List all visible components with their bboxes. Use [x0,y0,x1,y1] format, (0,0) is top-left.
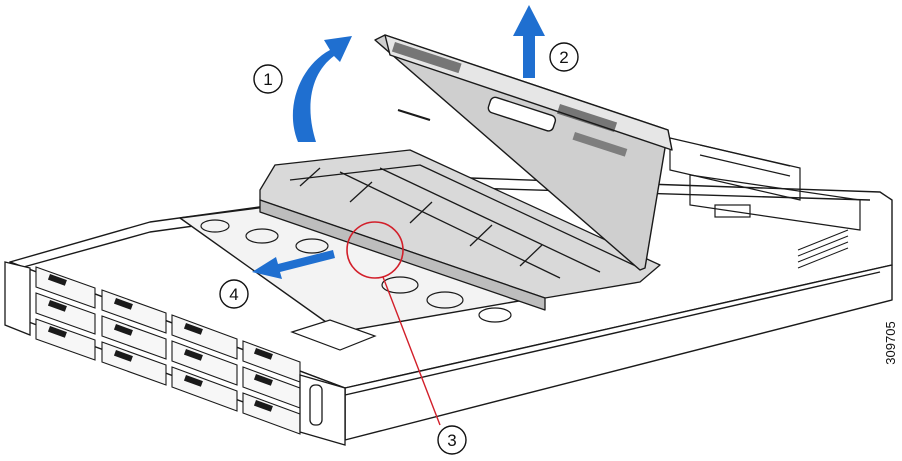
top-cover-cutout [290,319,377,351]
callout-3: 3 [437,425,467,455]
svg-text:4: 4 [229,285,238,304]
callout-3-leader [382,276,441,426]
air-duct-lid [374,34,673,271]
fan-row [200,219,512,323]
callout-2: 2 [549,42,579,72]
svg-text:3: 3 [447,431,456,450]
riser-area [669,137,861,231]
rear-vent [797,229,849,269]
rotate-arrow [292,36,352,142]
drive-latches [47,274,273,412]
svg-text:1: 1 [263,70,272,89]
pull-out-arrow [252,250,335,279]
callout-1: 1 [253,64,283,94]
svg-text:2: 2 [559,48,568,67]
lift-arrow [513,5,545,78]
callout-4: 4 [219,279,249,309]
rack-ears [4,261,346,446]
detail-highlight-circle [346,221,404,279]
figure-id: 309705 [883,321,898,364]
